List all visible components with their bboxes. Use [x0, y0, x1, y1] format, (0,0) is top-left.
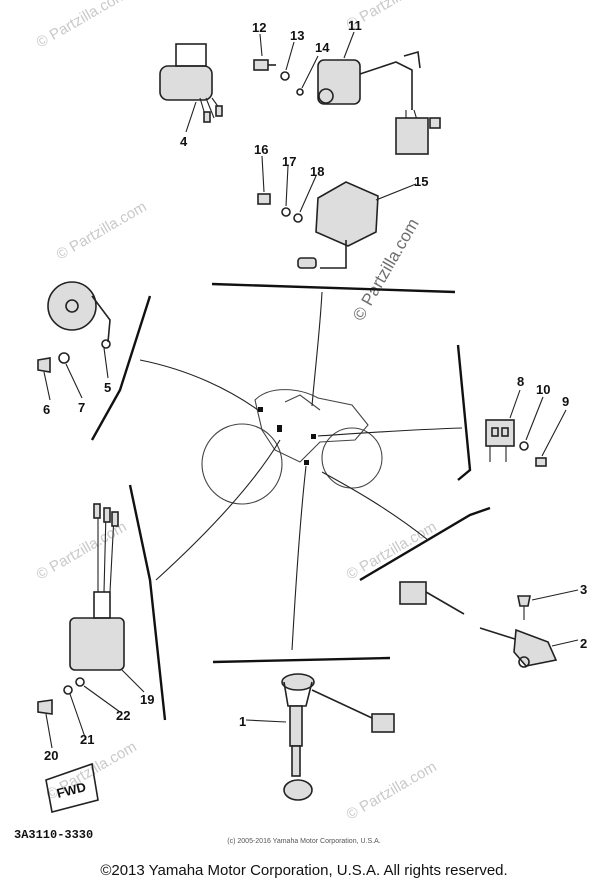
callout-7: 7: [78, 400, 85, 415]
part-5-horn: [47, 281, 111, 349]
callout-2: 2: [580, 636, 587, 651]
callout-22: 22: [116, 708, 130, 723]
parts-6-7-fasteners: [37, 352, 70, 373]
part-code: 3A3110-3330: [14, 828, 94, 842]
parts-20-22-fasteners: [37, 677, 85, 715]
callout-18: 18: [310, 164, 324, 179]
part-19-unit: [69, 503, 125, 671]
part-2-sensor: [399, 581, 558, 668]
fwd-label: FWD: [55, 779, 87, 801]
callout-6: 6: [43, 402, 50, 417]
watermark-small: © Partzilla.com: [34, 0, 130, 51]
motorcycle-outline: [201, 389, 383, 505]
callout-20: 20: [44, 748, 58, 763]
watermark-small: © Partzilla.com: [34, 518, 130, 583]
callout-1: 1: [239, 714, 246, 729]
part-8-switch: [485, 419, 547, 467]
fwd-marker: FWD: [45, 762, 99, 813]
connection-lines: [139, 291, 463, 651]
watermark-small: © Partzilla.com: [344, 758, 440, 823]
part-1-sender: [281, 673, 395, 801]
callout-17: 17: [282, 154, 296, 169]
part-11-unit: [317, 50, 441, 155]
watermarks: © Partzilla.com © Partzilla.com © Partzi…: [34, 0, 440, 823]
callout-15: 15: [414, 174, 428, 189]
callout-8: 8: [517, 374, 524, 389]
parts-16-18-fasteners: [257, 193, 303, 223]
callout-4: 4: [180, 134, 188, 149]
part-15-regulator: [297, 181, 379, 269]
callout-12: 12: [252, 20, 266, 35]
callout-10: 10: [536, 382, 550, 397]
watermark-small: © Partzilla.com: [344, 518, 440, 583]
callout-9: 9: [562, 394, 569, 409]
callout-numbers: 1 2 3 4 5 6 7 8 9 10 11 12 13 14 15 16 1…: [43, 18, 587, 763]
footer-copyright: ©2013 Yamaha Motor Corporation, U.S.A. A…: [100, 862, 508, 879]
callout-13: 13: [290, 28, 304, 43]
callout-21: 21: [80, 732, 94, 747]
callout-19: 19: [140, 692, 154, 707]
callout-leaders: [43, 31, 579, 749]
part-4-relay: [159, 43, 223, 123]
sub-copyright: (c) 2005-2016 Yamaha Motor Corporation, …: [227, 838, 381, 845]
callout-11: 11: [348, 18, 362, 33]
parts-12-14-fasteners: [253, 59, 304, 96]
watermark-small: © Partzilla.com: [54, 198, 150, 263]
callout-3: 3: [580, 582, 587, 597]
callout-14: 14: [315, 40, 330, 55]
group-brackets: [90, 282, 491, 721]
callout-16: 16: [254, 142, 268, 157]
callout-5: 5: [104, 380, 111, 395]
